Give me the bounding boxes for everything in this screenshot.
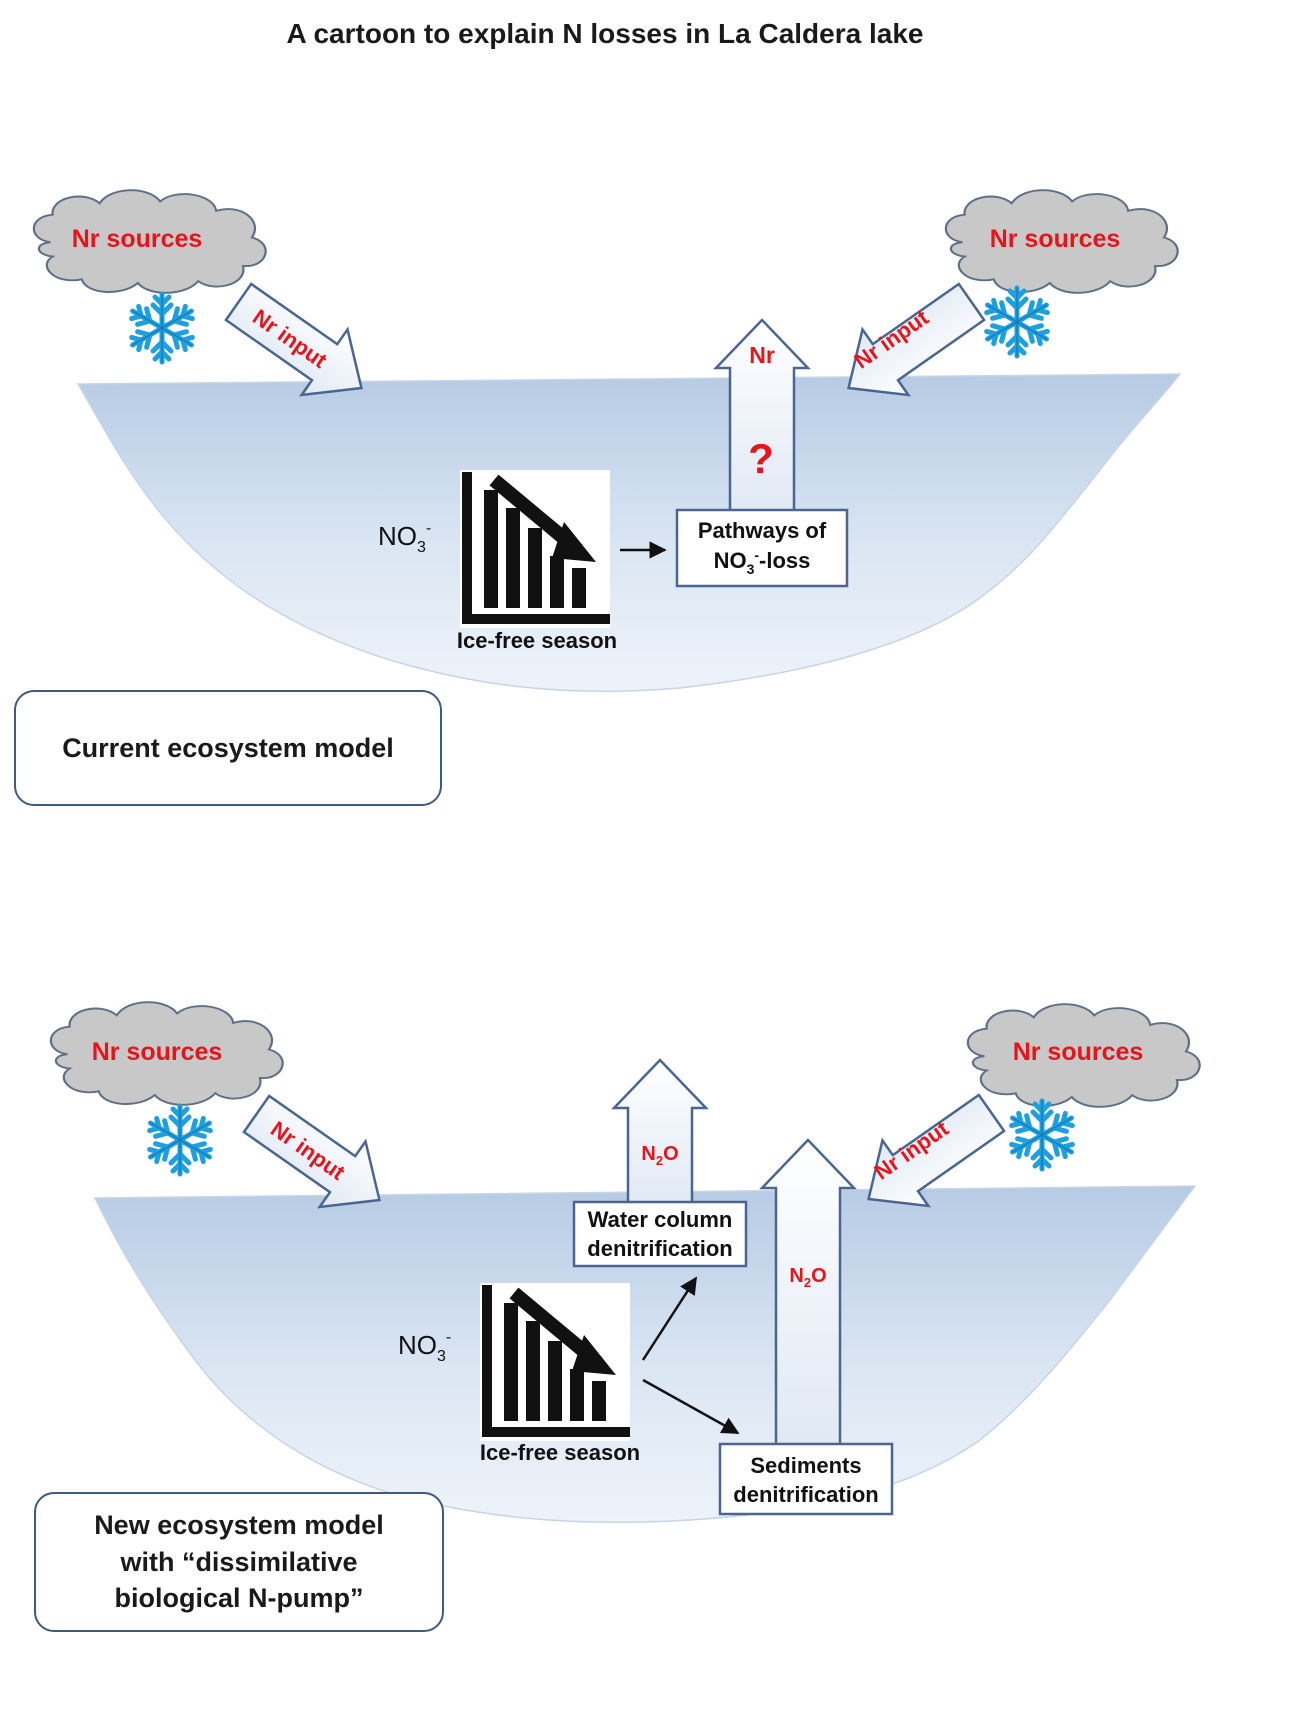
current-model-label: Current ecosystem model <box>62 732 394 763</box>
nitrate-no: NO <box>398 1330 437 1360</box>
water-column-line1: Water column <box>588 1207 733 1232</box>
pathways-sub: 3 <box>747 561 755 577</box>
nr-sources-left-label: Nr sources <box>92 1038 223 1066</box>
nitrate-sub: 3 <box>437 1348 446 1365</box>
declining-chart-icon <box>460 470 610 628</box>
new-model-label-box: New ecosystem model with “dissimilative … <box>34 1492 444 1632</box>
nr-sources-right-label: Nr sources <box>1013 1038 1144 1066</box>
n2o-n: N <box>641 1143 655 1165</box>
n2o-label-water: N2O <box>641 1143 678 1168</box>
nitrate-sup: - <box>446 1329 451 1346</box>
nitrate-sub: 3 <box>417 539 426 556</box>
n2o-n: N <box>789 1265 803 1287</box>
flow-arrow-to-water-column <box>641 1276 698 1361</box>
new-model-line1: New ecosystem model <box>94 1510 384 1541</box>
sediments-line1: Sediments <box>750 1453 861 1478</box>
pathways-sup: - <box>754 547 759 563</box>
lake-water-top <box>76 373 1182 693</box>
new-model-line3: biological N-pump” <box>114 1583 364 1614</box>
n2o-label-sediments: N2O <box>789 1265 826 1290</box>
sediments-box <box>718 1442 894 1516</box>
snowflake-icon <box>128 294 196 362</box>
n2o-sub: 2 <box>656 1153 663 1168</box>
snowflake-icon <box>983 288 1051 356</box>
snowflake-icon <box>1008 1101 1076 1169</box>
pathways-no: NO <box>714 548 747 573</box>
nitrate-label: NO3- <box>398 1329 451 1365</box>
n2o-o: O <box>663 1143 679 1165</box>
nr-output-label: Nr <box>749 342 775 368</box>
n2o-arrow-sediments <box>759 1138 857 1450</box>
ice-free-season-label: Ice-free season <box>457 628 617 653</box>
lake-water-bottom <box>93 1185 1197 1524</box>
pathways-line1: Pathways of <box>698 518 827 543</box>
nr-output-arrow <box>713 318 811 518</box>
n2o-o: O <box>811 1265 827 1287</box>
nr-sources-left-label: Nr sources <box>72 225 203 253</box>
sediments-line2: denitrification <box>733 1482 878 1507</box>
pathways-tail: -loss <box>759 548 810 573</box>
snowflake-icon <box>146 1106 214 1174</box>
pathways-box <box>675 508 849 588</box>
new-model-line2: with “dissimilative <box>120 1546 358 1577</box>
water-column-box <box>572 1200 748 1268</box>
flow-arrow-to-sediments <box>642 1378 740 1435</box>
declining-chart-icon <box>480 1283 630 1441</box>
n2o-arrow-water-column <box>611 1058 709 1210</box>
nr-sources-right-label: Nr sources <box>990 225 1121 253</box>
nitrate-no: NO <box>378 521 417 551</box>
nitrate-sup: - <box>426 520 431 537</box>
question-mark: ? <box>748 435 774 482</box>
current-model-label-box: Current ecosystem model <box>14 690 442 806</box>
ice-free-season-label: Ice-free season <box>480 1440 640 1465</box>
nitrate-label: NO3- <box>378 520 431 556</box>
pathways-line2: NO3--loss <box>714 547 811 577</box>
water-column-line2: denitrification <box>587 1236 732 1261</box>
diagram-title: A cartoon to explain N losses in La Cald… <box>286 18 924 49</box>
n2o-sub: 2 <box>804 1275 811 1290</box>
